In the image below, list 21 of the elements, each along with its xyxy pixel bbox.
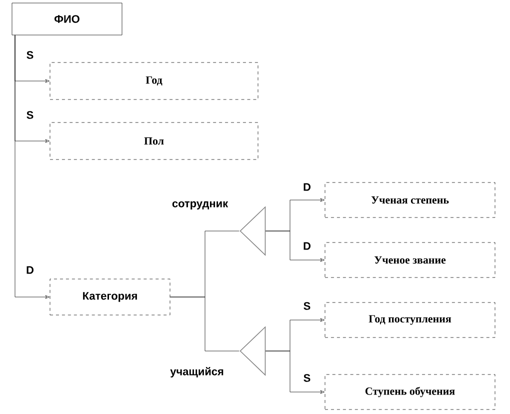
- edge-label: D: [304, 242, 310, 250]
- root-box: ФИО: [12, 2, 122, 36]
- entity-box: Ученое звание: [324, 242, 496, 278]
- connector: [170, 296, 240, 352]
- edge-label: S: [26, 51, 34, 59]
- category-label: учащийся: [170, 367, 224, 378]
- entity-box: Ученая степень: [324, 182, 496, 218]
- connector: [265, 230, 324, 262]
- entity-box: Категория: [50, 278, 170, 316]
- entity-box: Год: [50, 62, 258, 100]
- entity-box: Ступень обучения: [324, 374, 496, 410]
- entity-box: Год поступления: [324, 302, 496, 338]
- edge-label: D: [304, 183, 310, 191]
- edge-label: S: [26, 111, 34, 119]
- edge-label: S: [304, 302, 310, 310]
- connector: [265, 350, 324, 394]
- connector: [14, 35, 50, 299]
- category-label: сотрудник: [172, 201, 228, 210]
- edge-label: S: [304, 374, 310, 382]
- edge-label: D: [26, 266, 34, 274]
- entity-box: Пол: [50, 122, 258, 160]
